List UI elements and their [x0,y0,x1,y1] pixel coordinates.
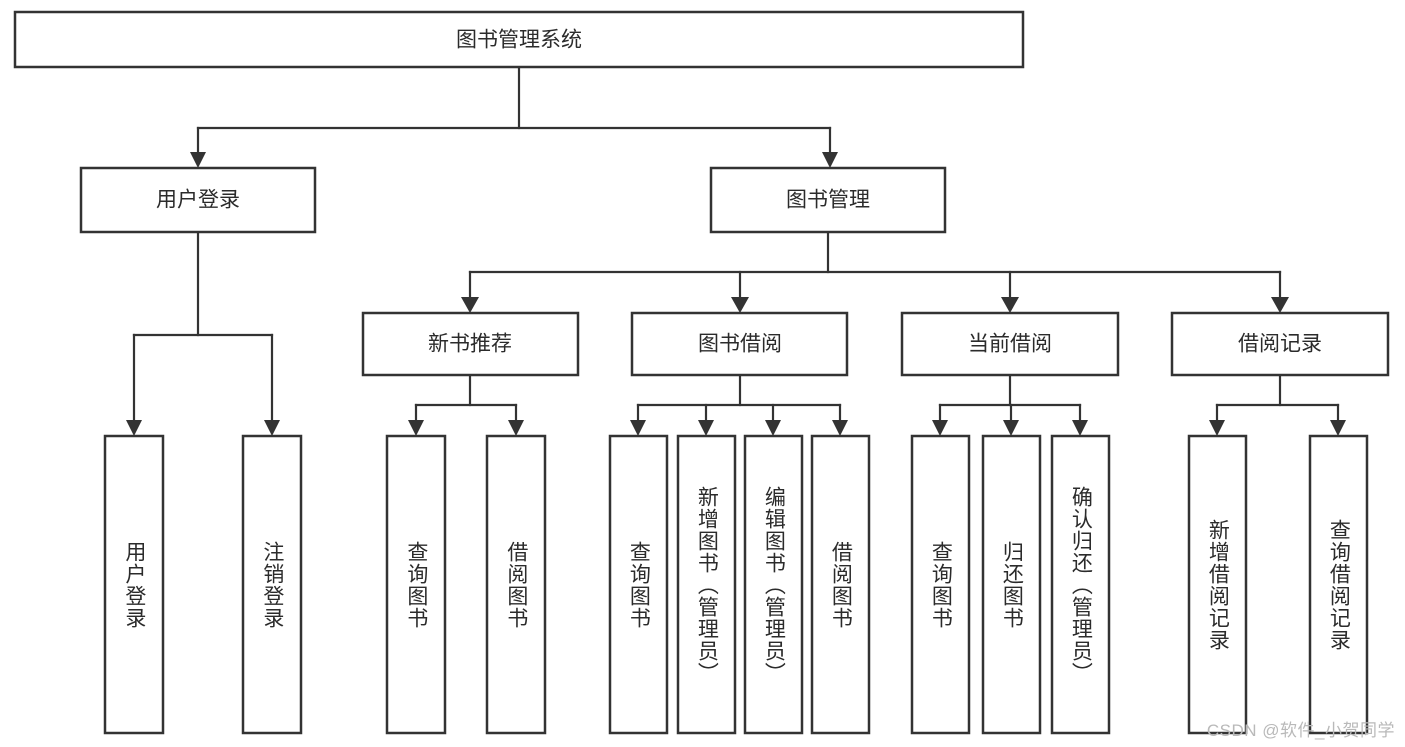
leaf-box-query-book-borrow[interactable] [608,434,669,735]
node-root[interactable]: 图书管理系统 [13,10,1025,69]
node-current-borrow[interactable]: 当前借阅 [900,311,1120,377]
node-new-book-recommend-box[interactable] [361,311,580,377]
node-borrow-record[interactable]: 借阅记录 [1170,311,1390,377]
leaf-box-query-borrow-record[interactable] [1308,434,1369,735]
arrow-borrow-l2 [698,420,714,436]
arrow-root-to-bookmgmt [822,152,838,168]
node-current-borrow-label: 当前借阅 [968,333,1052,356]
watermark-text: CSDN @软件_小贺同学 [1206,721,1395,740]
arrow-current-l2 [1003,420,1019,436]
leaf-box-logout[interactable] [241,434,303,735]
node-book-management[interactable]: 图书管理 [709,166,947,234]
arrow-record-l2 [1330,420,1346,436]
leaf-box-query-book-new[interactable] [385,434,447,735]
arrow-borrow-l3 [765,420,781,436]
leaf-box-confirm-return-admin[interactable] [1050,434,1111,735]
leaf-box-user-login[interactable] [103,434,165,735]
leaf-box-add-borrow-record[interactable] [1187,434,1248,735]
node-new-book-recommend[interactable]: 新书推荐 [361,311,580,377]
arrow-borrow-l1 [630,420,646,436]
arrow-bookmgmt-c3 [1001,297,1019,313]
node-book-management-label: 图书管理 [786,189,870,212]
leaf-box-return-book[interactable] [981,434,1042,735]
node-book-borrow-box[interactable] [630,311,849,377]
node-user-login[interactable]: 用户登录 [79,166,317,234]
node-current-borrow-box[interactable] [900,311,1120,377]
arrow-bookmgmt-c2 [731,297,749,313]
arrow-login-leaf1 [126,420,142,436]
leaf-box-borrow-book[interactable] [810,434,871,735]
arrow-record-l1 [1209,420,1225,436]
node-root-label: 图书管理系统 [456,29,582,52]
node-borrow-record-box[interactable] [1170,311,1390,377]
node-root-box[interactable] [13,10,1025,69]
leaf-box-layer [103,434,1369,735]
node-user-login-label: 用户登录 [156,189,240,212]
arrow-bookmgmt-c1 [461,297,479,313]
leaf-box-edit-book-admin[interactable] [743,434,804,735]
leaf-box-borrow-book-new[interactable] [485,434,547,735]
arrow-bookmgmt-c4 [1271,297,1289,313]
arrow-current-l1 [932,420,948,436]
node-borrow-record-label: 借阅记录 [1238,333,1322,356]
node-user-login-box[interactable] [79,166,317,234]
arrow-newbook-l2 [508,420,524,436]
arrow-newbook-l1 [408,420,424,436]
arrow-borrow-l4 [832,420,848,436]
arrow-root-to-login [190,152,206,168]
leaf-box-add-book-admin[interactable] [676,434,737,735]
node-book-management-box[interactable] [709,166,947,234]
arrow-login-leaf2 [264,420,280,436]
leaf-box-query-book-current[interactable] [910,434,971,735]
node-book-borrow[interactable]: 图书借阅 [630,311,849,377]
arrow-current-l3 [1072,420,1088,436]
connector-layer [126,65,1346,436]
node-book-borrow-label: 图书借阅 [698,333,782,356]
node-new-book-recommend-label: 新书推荐 [428,333,512,356]
